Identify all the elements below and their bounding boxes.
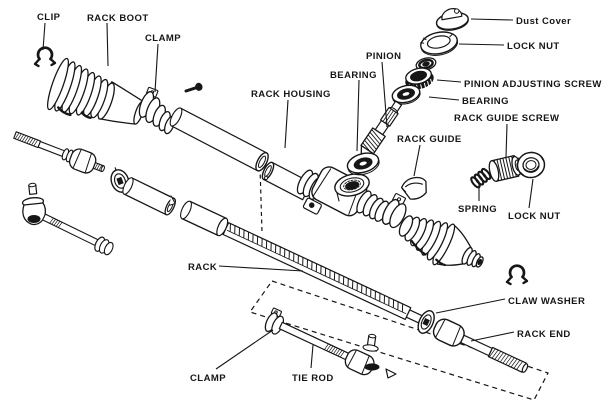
rack-guide-part [400, 176, 427, 200]
leader-clip [42, 22, 46, 51]
leader-tie-rod [310, 344, 314, 369]
rack-housing-part [261, 161, 390, 222]
rack-end-left-part [13, 131, 105, 174]
label-rack-end: RACK END [517, 329, 571, 340]
pinion-part [360, 100, 403, 158]
leader-bearing-right [428, 96, 460, 101]
leader-lock-nut-top [458, 43, 505, 46]
label-lock-nut-right: LOCK NUT [508, 211, 561, 222]
pinion-adjusting-screw-part [405, 67, 434, 92]
bearing-lower-part [346, 152, 380, 176]
label-tie-rod: TIE ROD [292, 373, 334, 384]
claw-washer-part [417, 310, 435, 334]
clip-left-part [33, 46, 57, 68]
lock-nut-top-part [420, 31, 459, 56]
leader-lines [42, 18, 534, 370]
leader-dust-cover [470, 18, 514, 21]
housing-dashed-line [259, 166, 263, 233]
leader-rack-boot [106, 22, 109, 67]
parts-layer [13, 8, 546, 379]
tube-left-part [122, 177, 176, 216]
label-rack-boot: RACK BOOT [87, 13, 149, 24]
leader-clamp-bottom [215, 329, 274, 370]
label-pinion-adjusting-screw: PINION ADJUSTING SCREW [464, 79, 602, 90]
leader-pinion [381, 61, 388, 128]
tie-rod-bottom-part [264, 307, 397, 379]
clamp-right-part [381, 193, 407, 229]
label-spring: SPRING [458, 204, 497, 215]
clip-right-part [505, 264, 529, 286]
leader-rack-housing [284, 99, 289, 149]
leader-pinion-adjusting-screw [436, 79, 462, 83]
washer-ring-part [415, 57, 437, 71]
labels-layer: CLIP RACK BOOT CLAMP RACK HOUSING PINION… [37, 12, 602, 384]
leader-clamp-top [154, 43, 159, 93]
label-dust-cover: Dust Cover [516, 16, 571, 27]
leader-rack-end [470, 331, 515, 342]
rack-boot-part [46, 57, 145, 125]
bearing-upper-part [391, 84, 421, 105]
label-clamp-bottom: CLAMP [190, 373, 226, 384]
rack-part [180, 200, 425, 325]
label-pinion: PINION [366, 51, 401, 62]
leader-bearing-left [356, 79, 360, 152]
label-bearing-right: BEARING [462, 96, 509, 107]
label-rack-guide: RACK GUIDE [397, 134, 462, 145]
label-rack-guide-screw: RACK GUIDE SCREW [454, 113, 559, 124]
label-lock-nut-top: LOCK NUT [507, 41, 560, 52]
dust-cover-part [435, 8, 469, 31]
label-clip: CLIP [37, 12, 61, 23]
leader-claw-washer [435, 298, 506, 314]
bolt-part [184, 82, 203, 93]
lock-nut-right-part [516, 151, 546, 179]
label-clamp-top: CLAMP [145, 33, 181, 44]
housing-tube-left-part [169, 107, 269, 172]
rack-end-part [432, 318, 529, 373]
label-rack-housing: RACK HOUSING [251, 89, 331, 100]
spring-part [470, 167, 492, 189]
label-bearing-left: BEARING [330, 70, 377, 81]
tie-rod-left-part [21, 182, 114, 256]
rack-assembly [180, 200, 529, 373]
leader-rack-guide-screw [505, 123, 508, 158]
leader-lock-nut-right [528, 178, 534, 209]
label-claw-washer: CLAW WASHER [508, 296, 585, 307]
leader-rack-guide [413, 144, 421, 177]
label-rack: RACK [188, 262, 217, 273]
rack-boot-right-part [398, 215, 484, 268]
leader-rack [218, 265, 304, 272]
